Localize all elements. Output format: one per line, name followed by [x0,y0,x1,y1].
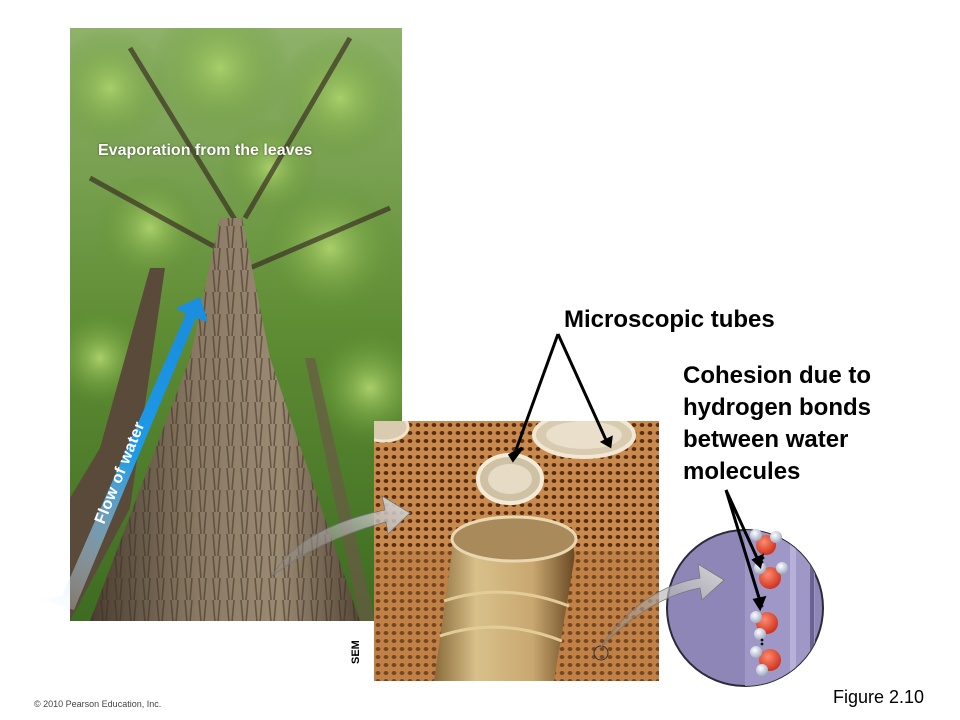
microscopic-tubes-pointer [507,333,613,463]
cohesion-label: Cohesion due to hydrogen bonds between w… [683,362,871,485]
copyright-notice: © 2010 Pearson Education, Inc. [34,699,162,709]
microscopic-tubes-label: Microscopic tubes [564,306,775,333]
water-molecule [750,611,778,640]
evaporation-label: Evaporation from the leaves [98,142,313,159]
water-molecule [750,529,782,555]
callout-arrow-tree-to-sem [271,495,411,577]
sem-micrograph [374,421,659,681]
water-molecule [750,646,781,676]
sem-label: SEM [350,640,362,664]
water-molecule [754,562,788,589]
callout-arrow-sem-to-inset [599,563,725,649]
figure-number: Figure 2.10 [833,687,925,707]
flow-of-water-arrow [40,297,208,610]
tree-photo [70,28,402,621]
cohesion-pointer [724,489,767,612]
